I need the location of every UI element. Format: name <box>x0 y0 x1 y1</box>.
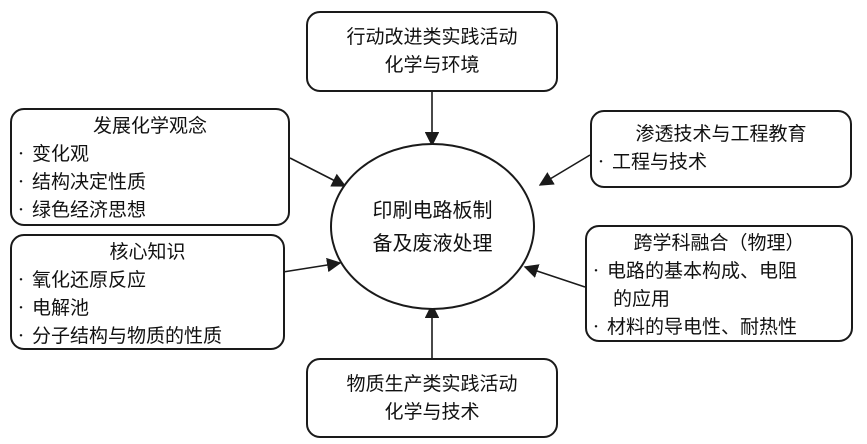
arrow-from-right-bottom <box>523 264 586 288</box>
bullet-dot: · <box>18 269 25 291</box>
list-item-text: 电路的基本构成、电阻 <box>607 260 798 282</box>
bottom-box-line2: 化学与技术 <box>384 401 480 423</box>
list-item: · 分子结构与物质的性质 <box>12 322 283 350</box>
list-item-text: 材料的导电性、耐热性 <box>607 316 798 338</box>
bullet-dot: · <box>593 316 600 338</box>
left-top-box-title: 发展化学观念 <box>92 115 207 137</box>
list-item-text: 电解池 <box>32 297 90 319</box>
list-item-continuation: 的应用 <box>613 288 671 310</box>
list-item-text: 分子结构与物质的性质 <box>32 325 223 347</box>
bullet-dot: · <box>18 143 25 165</box>
top-box-line2: 化学与环境 <box>384 54 480 76</box>
bottom-box-line1: 物质生产类实践活动 <box>346 373 518 395</box>
arrow-from-left-top <box>289 157 347 187</box>
bottom-box-material-production: 物质生产类实践活动 化学与技术 <box>306 358 558 438</box>
top-box-line1: 行动改进类实践活动 <box>346 26 518 48</box>
list-item: · 电路的基本构成、电阻 <box>587 257 851 285</box>
list-item: · 电解池 <box>12 294 283 322</box>
bullet-dot: · <box>18 171 25 193</box>
bullet-dot: · <box>598 151 605 173</box>
center-topic-ellipse: 印刷电路板制 备及废液处理 <box>330 143 535 310</box>
list-item-text: 结构决定性质 <box>32 171 147 193</box>
list-item-text: 绿色经济思想 <box>32 199 147 221</box>
right-bottom-box-title: 跨学科融合（物理） <box>633 232 805 254</box>
bullet-dot: · <box>18 325 25 347</box>
right-top-box-engineering-education: 渗透技术与工程教育 · 工程与技术 <box>590 110 852 188</box>
list-item-text: 变化观 <box>32 143 90 165</box>
left-bottom-box-title: 核心知识 <box>109 241 186 263</box>
bullet-dot: · <box>18 297 25 319</box>
list-item: · 氧化还原反应 <box>12 266 283 294</box>
list-item: · 绿色经济思想 <box>12 196 288 224</box>
top-box-action-improvement: 行动改进类实践活动 化学与环境 <box>306 11 558 92</box>
right-bottom-box-interdisciplinary: 跨学科融合（物理） · 电路的基本构成、电阻 的应用 · 材料的导电性、耐热性 <box>585 225 853 342</box>
bullet-dot: · <box>18 199 25 221</box>
left-bottom-box-core-knowledge: 核心知识 · 氧化还原反应 · 电解池 · 分子结构与物质的性质 <box>10 234 285 350</box>
list-item: · 变化观 <box>12 140 288 168</box>
list-item-text: 氧化还原反应 <box>32 269 147 291</box>
bullet-dot: · <box>593 260 600 282</box>
list-item-text: 工程与技术 <box>612 151 708 173</box>
center-topic-line1: 印刷电路板制 <box>372 197 493 222</box>
list-item: · 材料的导电性、耐热性 <box>587 313 851 341</box>
left-top-box-chemistry-concepts: 发展化学观念 · 变化观 · 结构决定性质 · 绿色经济思想 <box>10 108 290 226</box>
list-item: · 工程与技术 <box>592 148 850 176</box>
arrow-from-left-bottom <box>282 257 342 273</box>
arrow-from-right-top <box>538 154 591 186</box>
center-topic-line2: 备及废液处理 <box>372 230 493 255</box>
list-item: · 结构决定性质 <box>12 168 288 196</box>
right-top-box-title: 渗透技术与工程教育 <box>635 123 807 145</box>
